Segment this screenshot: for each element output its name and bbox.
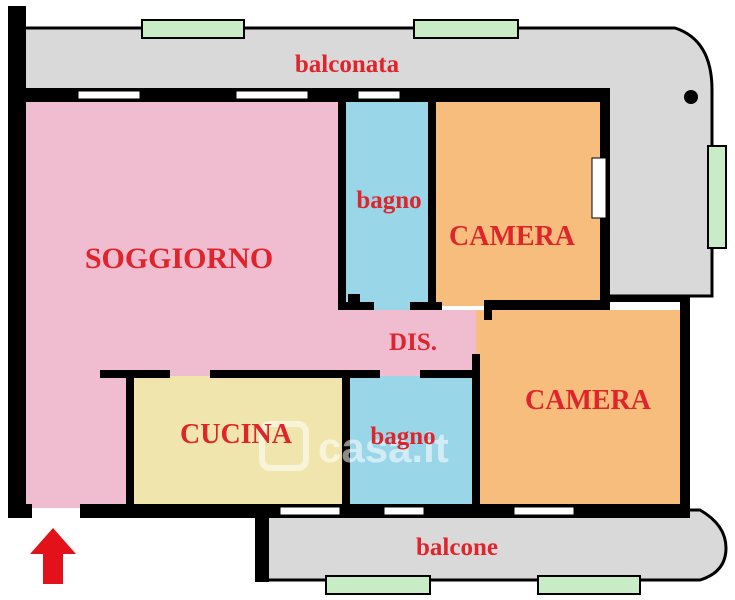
- label-cucina: CUCINA: [180, 419, 293, 450]
- watermark-logo: casa.it: [259, 421, 449, 471]
- watermark-house-icon: [259, 421, 309, 471]
- bagno-bottom-area: [348, 376, 472, 504]
- bagno-top-area: [344, 102, 434, 310]
- camera-right-area: [476, 310, 684, 506]
- planters: [141, 19, 727, 595]
- label-dis: DIS.: [389, 329, 437, 356]
- bottom-wall-windows: [279, 506, 575, 516]
- label-camera-top: CAMERA: [449, 221, 576, 252]
- balcone-area: [260, 508, 728, 582]
- top-wall-windows: [77, 90, 401, 100]
- camera-top-window: [591, 157, 607, 219]
- balconata-lamp-icon: [684, 90, 698, 104]
- cucina-area: [132, 376, 346, 504]
- watermark-text: casa.it: [318, 424, 449, 471]
- entrance-arrow-icon: [30, 528, 76, 584]
- label-bagno-top: bagno: [356, 187, 421, 214]
- label-bagno-bottom: bagno: [370, 423, 435, 450]
- label-balcone: balcone: [416, 534, 498, 561]
- dis-area: [344, 310, 488, 376]
- label-soggiorno: SOGGIORNO: [85, 242, 273, 275]
- camera-top-area: [434, 102, 600, 306]
- label-balconata: balconata: [295, 51, 400, 78]
- label-camera-right: CAMERA: [525, 385, 652, 416]
